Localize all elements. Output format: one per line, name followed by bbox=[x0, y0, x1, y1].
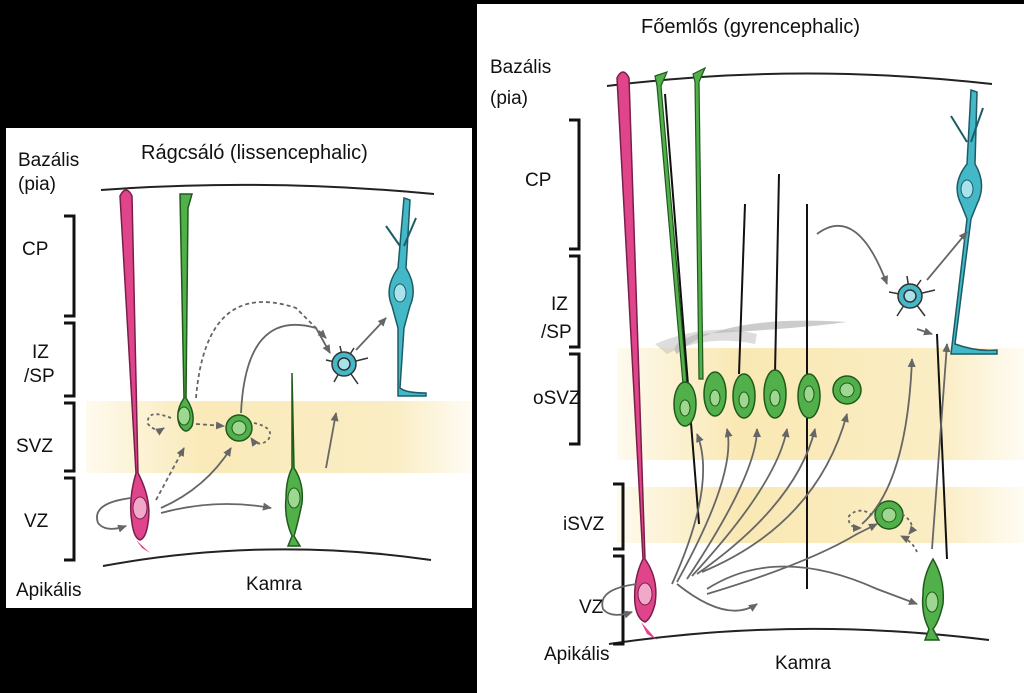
outer-radial-glia-fibers bbox=[654, 66, 948, 589]
rodent-diagram bbox=[64, 183, 472, 567]
pia-label: (pia) bbox=[490, 88, 529, 109]
iz-label: IZ bbox=[32, 342, 49, 363]
osvz-label: oSVZ bbox=[533, 388, 581, 409]
vz-progenitor-cell bbox=[284, 372, 304, 547]
tangential-migration bbox=[674, 320, 847, 354]
cp-label: CP bbox=[525, 170, 552, 191]
radial-glia-cell bbox=[616, 71, 657, 640]
vz-progenitor-cell bbox=[921, 557, 945, 641]
ventricle-label: Kamra bbox=[246, 574, 302, 595]
osvz-nuclei bbox=[679, 382, 855, 417]
multipolar-neuron bbox=[888, 275, 936, 317]
isvz-band bbox=[617, 487, 1024, 543]
vz-label: VZ bbox=[24, 511, 49, 532]
lineage-arrows bbox=[601, 224, 968, 619]
intermediate-progenitor-cell bbox=[177, 193, 194, 432]
vz-label: VZ bbox=[579, 597, 604, 618]
ventricle-label: Kamra bbox=[775, 653, 831, 674]
isvz-label: iSVZ bbox=[563, 514, 605, 535]
rodent-title: Rágcsáló (lissencephalic) bbox=[141, 142, 368, 164]
basal-label: Bazális bbox=[18, 150, 80, 171]
cp-label: CP bbox=[22, 239, 49, 260]
sp-label: /SP bbox=[541, 322, 572, 343]
apical-label: Apikális bbox=[16, 580, 82, 601]
ventricular-surface bbox=[102, 548, 432, 567]
zone-brackets bbox=[569, 118, 625, 646]
svz-band bbox=[86, 401, 472, 473]
rodent-panel: Rágcsáló (lissencephalic) Bazális (pia) … bbox=[6, 128, 472, 608]
multipolar-neuron bbox=[325, 345, 369, 385]
primate-diagram bbox=[569, 66, 1024, 646]
zone-brackets bbox=[64, 214, 76, 562]
lineage-arrows bbox=[96, 301, 387, 533]
pia-label: (pia) bbox=[18, 174, 57, 195]
pial-surface bbox=[100, 183, 435, 195]
radial-glia-cell bbox=[119, 189, 150, 553]
primate-panel: Főemlős (gyrencephalic) Bazális (pia) CP… bbox=[477, 4, 1024, 693]
apical-label: Apikális bbox=[544, 644, 610, 665]
iz-label: IZ bbox=[551, 294, 568, 315]
basal-label: Bazális bbox=[490, 57, 552, 78]
bipolar-neuron bbox=[385, 196, 427, 397]
sp-label: /SP bbox=[24, 366, 55, 387]
svz-label: SVZ bbox=[16, 436, 53, 457]
isvz-intermediate-cell bbox=[874, 500, 904, 530]
bipolar-neuron bbox=[950, 88, 998, 355]
ventricular-surface bbox=[608, 627, 990, 645]
round-intermediate-cell bbox=[225, 414, 253, 442]
primate-title: Főemlős (gyrencephalic) bbox=[641, 16, 860, 38]
